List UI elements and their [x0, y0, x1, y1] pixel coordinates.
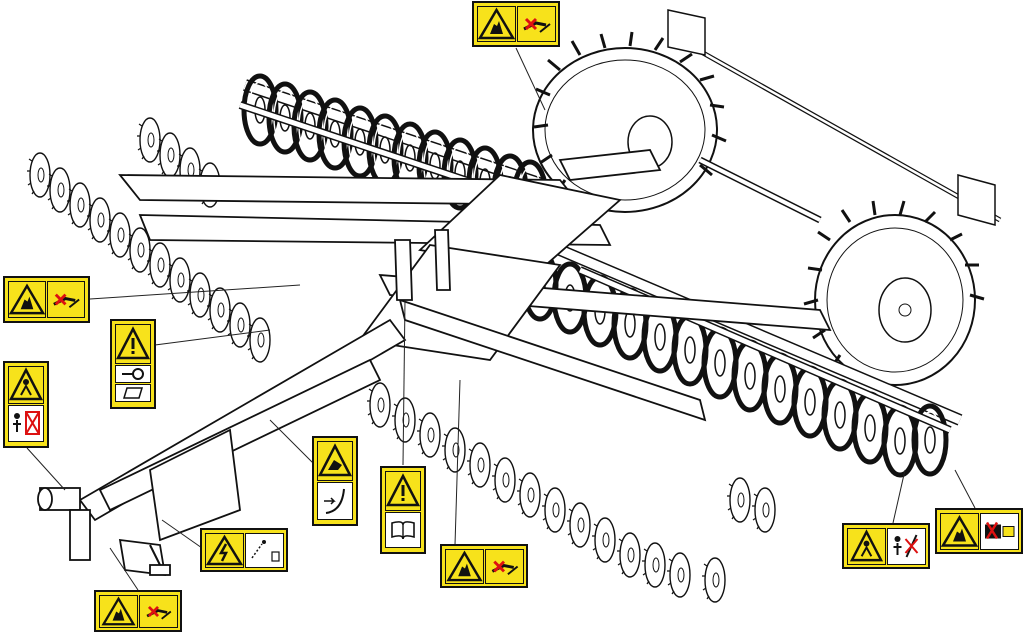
warning-triangle-icon [385, 473, 421, 507]
hitch-icon [122, 368, 144, 380]
no-hand-icon [491, 560, 519, 576]
distance-icon [251, 540, 280, 562]
hand-crush-icon [477, 7, 516, 40]
warning-label-bottom-center [440, 544, 528, 588]
crush-person-icon [849, 529, 884, 562]
no-person-icon [893, 534, 919, 558]
fold-crush-icon [317, 443, 353, 477]
main-frame [118, 149, 832, 422]
warning-label-bottom-left [94, 590, 182, 632]
warning-label-center-manual [380, 466, 426, 554]
warning-label-left-tall [3, 361, 49, 448]
no-person-icon [13, 411, 40, 435]
no-hand-icon [985, 521, 1015, 540]
lower-disc-gang [366, 382, 776, 603]
no-hand-icon [146, 605, 172, 620]
warning-triangle-icon [115, 326, 151, 360]
crush-person-icon [8, 367, 44, 401]
manual-icon [122, 387, 144, 399]
hand-crush-icon [940, 515, 979, 547]
hand-crush-icon [8, 283, 46, 315]
manual-book-icon [391, 521, 415, 540]
upper-roller-gang [238, 76, 562, 230]
warning-label-left-read-manual [110, 319, 156, 409]
hand-crush-icon [101, 596, 136, 626]
no-hand-icon [523, 17, 551, 33]
rear-bar [667, 9, 1002, 226]
rear-wheel-lower [803, 200, 985, 386]
no-hand-icon [53, 293, 80, 309]
drawbar [37, 318, 407, 577]
warning-label-bottom-right-1 [842, 523, 930, 569]
hand-crush-icon [446, 550, 483, 582]
support-icon [324, 488, 345, 514]
electric-shock-icon [205, 534, 244, 566]
leader-lines [26, 47, 976, 591]
warning-label-top-center [472, 1, 560, 47]
warning-label-bottom-electric [200, 528, 288, 572]
warning-label-center-fold [312, 436, 358, 526]
warning-label-bottom-right-2 [935, 508, 1023, 554]
warning-label-left-upper [3, 276, 90, 323]
